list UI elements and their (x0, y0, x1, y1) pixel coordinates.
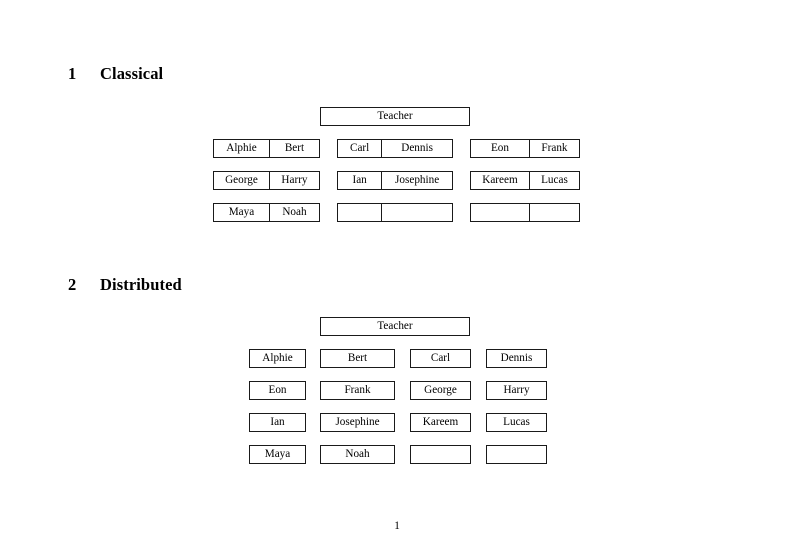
table-cell-empty[interactable] (471, 204, 529, 221)
table-cell[interactable]: Kareem (471, 172, 529, 189)
section-heading-distributed: 2 Distributed (68, 275, 182, 294)
table-cell[interactable]: George (214, 172, 269, 189)
student-box[interactable]: Kareem (410, 413, 471, 432)
table-row[interactable] (470, 203, 580, 222)
section-number: 1 (68, 64, 77, 83)
student-box[interactable]: Alphie (249, 349, 306, 368)
teacher-box-classical[interactable]: Teacher (320, 107, 470, 126)
table-cell[interactable]: Frank (528, 140, 579, 157)
table-cell[interactable]: Carl (338, 140, 382, 157)
student-box[interactable]: Noah (320, 445, 395, 464)
table-cell[interactable]: Dennis (381, 140, 452, 157)
section-title: Distributed (100, 275, 182, 294)
table-row[interactable]: Carl Dennis (337, 139, 453, 158)
section-title: Classical (100, 64, 164, 83)
student-box[interactable]: Lucas (486, 413, 547, 432)
student-box[interactable]: Dennis (486, 349, 547, 368)
student-box[interactable]: Carl (410, 349, 471, 368)
student-box-empty[interactable] (486, 445, 547, 464)
page-number: 1 (394, 520, 400, 532)
student-box[interactable]: Bert (320, 349, 395, 368)
table-row[interactable]: George Harry (213, 171, 320, 190)
table-cell[interactable]: Maya (214, 204, 269, 221)
table-cell-empty[interactable] (338, 204, 382, 221)
table-cell[interactable]: Lucas (528, 172, 579, 189)
table-row[interactable]: Eon Frank (470, 139, 580, 158)
table-row[interactable]: Alphie Bert (213, 139, 320, 158)
table-row[interactable]: Kareem Lucas (470, 171, 580, 190)
table-row[interactable]: Ian Josephine (337, 171, 453, 190)
table-cell[interactable]: Josephine (381, 172, 452, 189)
student-box-empty[interactable] (410, 445, 471, 464)
table-cell[interactable]: Noah (268, 204, 319, 221)
student-box[interactable]: Harry (486, 381, 547, 400)
student-box[interactable]: Maya (249, 445, 306, 464)
table-cell[interactable]: Bert (268, 140, 319, 157)
teacher-box-distributed[interactable]: Teacher (320, 317, 470, 336)
section-heading-classical: 1 Classical (68, 64, 164, 83)
student-box[interactable]: George (410, 381, 471, 400)
table-cell[interactable]: Alphie (214, 140, 269, 157)
table-cell[interactable]: Harry (268, 172, 319, 189)
student-box[interactable]: Josephine (320, 413, 395, 432)
table-cell[interactable]: Ian (338, 172, 382, 189)
section-number: 2 (68, 275, 77, 294)
table-cell[interactable]: Eon (471, 140, 529, 157)
student-box[interactable]: Ian (249, 413, 306, 432)
table-row[interactable]: Maya Noah (213, 203, 320, 222)
table-row[interactable] (337, 203, 453, 222)
table-cell-empty[interactable] (528, 204, 579, 221)
student-box[interactable]: Frank (320, 381, 395, 400)
table-cell-empty[interactable] (381, 204, 452, 221)
student-box[interactable]: Eon (249, 381, 306, 400)
